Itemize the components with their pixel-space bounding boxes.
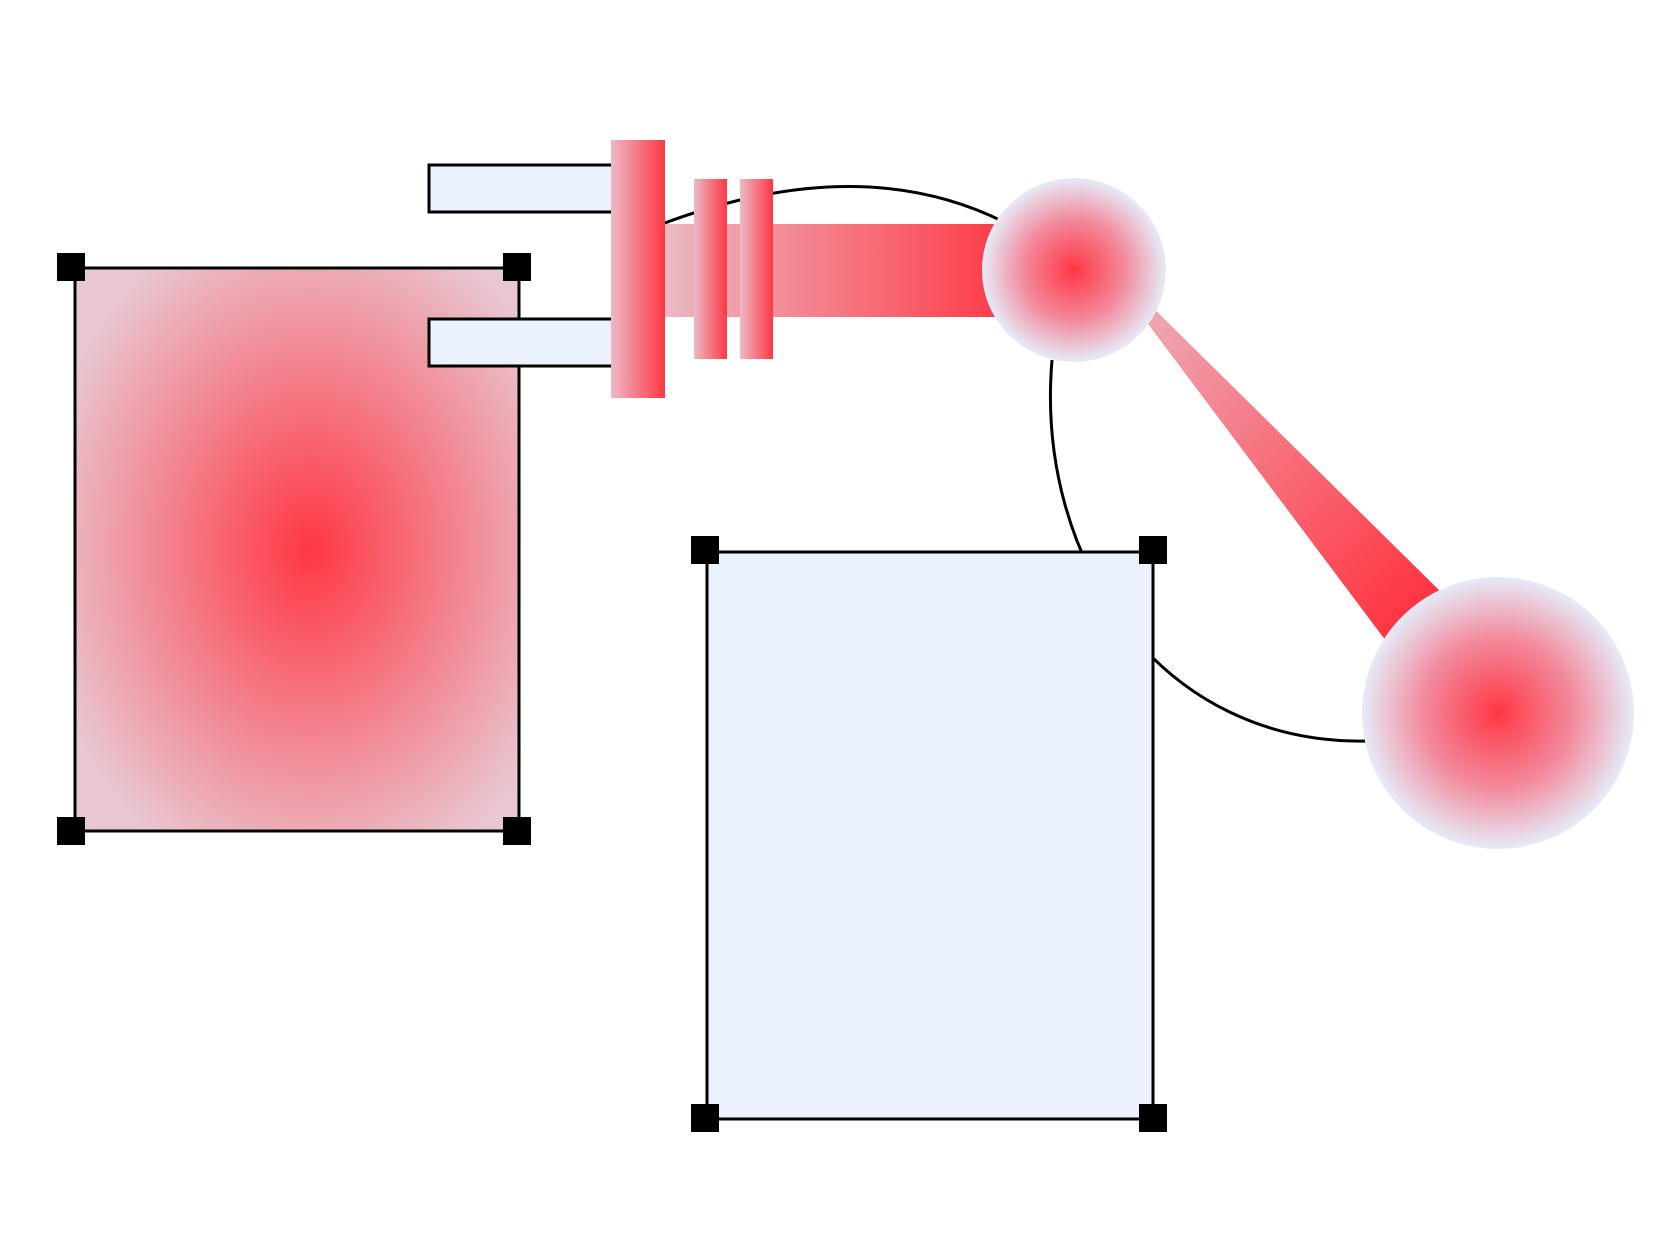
arm-link-lower [1085,240,1445,649]
resize-handle-top-right[interactable] [503,253,531,281]
target-box[interactable] [691,536,1167,1132]
wrist-ring-2 [740,179,773,359]
gripper-finger-bottom [427,317,616,368]
resize-handle-top-right[interactable] [1139,536,1167,564]
elbow-joint [982,178,1166,362]
gripper-plate [611,140,665,398]
resize-handle-bottom-right[interactable] [1139,1104,1167,1132]
resize-handle-bottom-left[interactable] [691,1104,719,1132]
gripper [427,140,773,398]
resize-handle-top-left[interactable] [57,253,85,281]
wrist-ring-1 [694,179,727,359]
resize-handle-bottom-right[interactable] [503,817,531,845]
resize-handle-top-left[interactable] [691,536,719,564]
gripper-finger-top [427,163,616,214]
robot-arm [427,140,1634,849]
base-joint [1362,577,1634,849]
resize-handle-bottom-left[interactable] [57,817,85,845]
